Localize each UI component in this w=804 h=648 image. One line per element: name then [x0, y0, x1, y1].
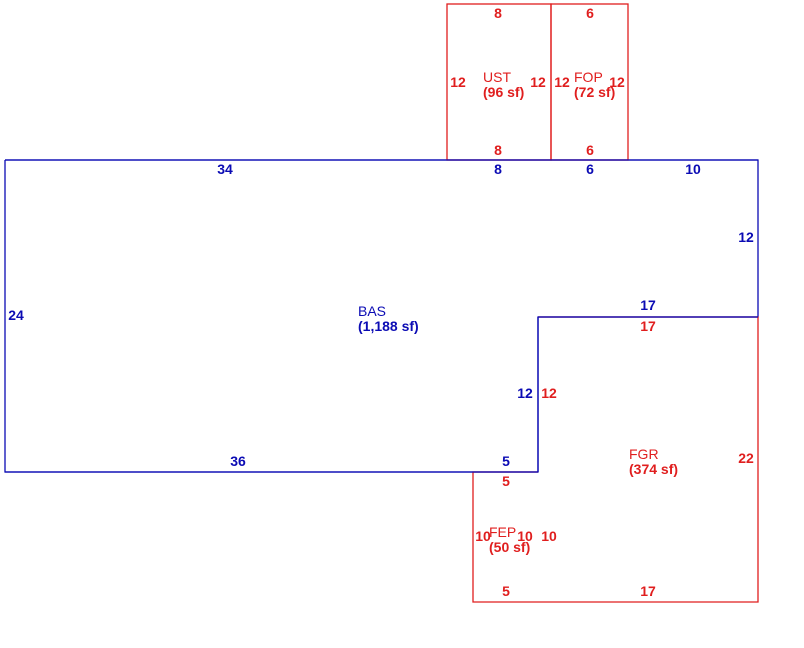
- bas-area: (1,188 sf): [358, 318, 419, 334]
- dim-ust-top: 8: [494, 5, 502, 21]
- dim-bas-right-upper: 12: [738, 229, 754, 245]
- dim-bas-left: 24: [8, 307, 24, 323]
- fep-area: (50 sf): [489, 539, 530, 555]
- dim-bas-bottom-right: 5: [502, 453, 510, 469]
- fop-label: FOP: [574, 69, 603, 85]
- dim-ust-bottom: 8: [494, 142, 502, 158]
- dim-fgr-top: 17: [640, 318, 656, 334]
- dim-fep-right-outer: 10: [541, 528, 557, 544]
- ust-area: (96 sf): [483, 84, 524, 100]
- fep-label: FEP: [489, 524, 516, 540]
- dim-bas-top-left: 34: [217, 161, 233, 177]
- ust-label: UST: [483, 69, 511, 85]
- dim-fgr-bottom: 17: [640, 583, 656, 599]
- fgr-label: FGR: [629, 446, 659, 462]
- dim-bas-bottom-left: 36: [230, 453, 246, 469]
- dim-fep-top: 5: [502, 473, 510, 489]
- dim-fop-right: 12: [609, 74, 625, 90]
- dim-fep-bottom: 5: [502, 583, 510, 599]
- dim-ust-left: 12: [450, 74, 466, 90]
- dim-bas-step-left: 12: [517, 385, 533, 401]
- fgr-area: (374 sf): [629, 461, 678, 477]
- dim-ust-right: 12: [530, 74, 546, 90]
- fop-area: (72 sf): [574, 84, 615, 100]
- dim-fep-left: 10: [475, 528, 491, 544]
- dim-fop-left: 12: [554, 74, 570, 90]
- bas-label: BAS: [358, 303, 386, 319]
- dim-bas-step-top: 17: [640, 297, 656, 313]
- dim-bas-top-fop: 6: [586, 161, 594, 177]
- dim-bas-top-mid: 8: [494, 161, 502, 177]
- dim-fgr-right: 22: [738, 450, 754, 466]
- dim-bas-top-right: 10: [685, 161, 701, 177]
- dim-fop-top: 6: [586, 5, 594, 21]
- dim-fgr-left: 12: [541, 385, 557, 401]
- dim-fop-bottom: 6: [586, 142, 594, 158]
- dim-fep-right-inner: 10: [517, 528, 533, 544]
